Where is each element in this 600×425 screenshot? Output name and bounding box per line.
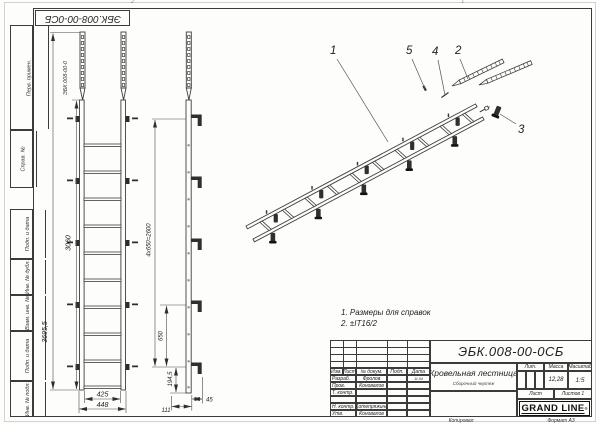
drawing-frame <box>33 8 592 417</box>
row-razrab-sign <box>387 375 407 382</box>
row-blank-name <box>356 396 387 403</box>
titleblock-title-cell: Кровельная лестница Сборочный чертеж <box>430 363 517 391</box>
row-blank-sign <box>387 396 407 403</box>
callout-1: 1 <box>330 45 336 57</box>
row-prov-date <box>407 382 430 389</box>
titleblock-designation: ЭБК.008-00-0СБ <box>430 340 592 363</box>
fold-mark-right: 1 <box>461 0 465 5</box>
brand-text: GRAND LINE <box>521 402 585 414</box>
dim-bracket-pitch: 650 <box>159 330 165 341</box>
brand-cell: GRAND LINE® <box>517 399 592 417</box>
dim-rail-depth: 45 <box>206 398 213 404</box>
iso-strip-2 <box>477 60 533 88</box>
row-prov-name: Коновалов <box>356 382 387 389</box>
row-nkontr-sign <box>387 403 407 410</box>
mass-value: 12,28 <box>544 371 568 389</box>
front-rungs <box>83 143 122 389</box>
copy-note: Копировал <box>448 418 474 424</box>
iso-view: 1 5 4 2 3 <box>245 45 533 244</box>
row-prov-sign <box>387 382 407 389</box>
notes: 1. Размеры для справок 2. ±IT16/2 <box>341 307 431 329</box>
dim-frame-height: 3060 <box>66 235 73 251</box>
brand-logo: GRAND LINE® <box>519 400 590 416</box>
row-utv-role: Утв. <box>330 410 356 417</box>
frame-col-inv-podl: Инв. № подл. <box>10 381 47 417</box>
sheets-label: Листов 1 <box>554 389 592 399</box>
sheet-edge <box>4 2 596 422</box>
row-nkontr-name: Дотепряжина <box>356 403 387 410</box>
front-view: 3695,5 3060 425 448 <box>42 31 138 413</box>
col-podp: Подп. <box>387 368 407 375</box>
iso-brackets-near <box>269 136 459 244</box>
row-utv-sign <box>387 410 407 417</box>
titleblock-title: Кровельная лестница <box>430 368 517 378</box>
side-view: 4х650=2600 650 194,5 45 111 <box>147 31 213 414</box>
row-razrab-role: Разраб. <box>330 375 356 382</box>
row-razrab-date: 11.04 <box>407 375 430 382</box>
side-brackets <box>191 114 202 374</box>
mass-label: Масса <box>544 363 568 371</box>
titleblock-doctype: Сборочный чертеж <box>452 381 495 386</box>
row-tkontr-name <box>356 389 387 396</box>
lit-label: Лит. <box>517 363 544 371</box>
iso-bolt-marks <box>265 113 450 214</box>
format-note: Формат А3 <box>547 418 575 424</box>
frame-col-podp-data-1: Подп. и дата <box>10 209 47 259</box>
dim-overall-height: 3695,5 <box>42 321 49 343</box>
note-1: 1. Размеры для справок <box>341 308 431 317</box>
note-2: 2. ±IT16/2 <box>341 319 377 328</box>
dim-inner-width: 425 <box>97 392 109 399</box>
scale-value: 1:5 <box>568 371 592 389</box>
iso-brackets-far <box>273 117 460 223</box>
front-brackets <box>67 116 138 370</box>
row-nkontr-role: Н. контр. <box>330 403 356 410</box>
col-izm: Изм. <box>330 368 343 375</box>
row-prov-role: Пров. <box>330 382 356 389</box>
frame-col-vzam-inv: Взам. инв. № <box>10 295 47 331</box>
titleblock-empty-cell <box>430 391 517 417</box>
col-data: Дата <box>407 368 430 375</box>
iso-strip-1 <box>450 58 505 89</box>
dim-foot-width: 111 <box>161 408 170 414</box>
frame-col-perv-primen: Перв. примен. ЭБК.008-00-0 <box>10 25 69 130</box>
lit-cell-2 <box>526 371 535 389</box>
row-tkontr-sign <box>387 389 407 396</box>
iso-callouts: 1 5 4 2 3 <box>330 45 525 143</box>
row-nkontr-date <box>407 403 430 410</box>
brand-reg-mark: ® <box>584 405 588 411</box>
callout-3: 3 <box>518 124 525 136</box>
callout-5: 5 <box>406 45 413 57</box>
frame-col-podp-data-2: Подп. и дата <box>10 331 47 381</box>
callout-2: 2 <box>454 45 462 57</box>
col-list: Лист <box>343 368 356 375</box>
lit-cell-1 <box>517 371 526 389</box>
dim-bottom-offset: 194,5 <box>168 371 174 387</box>
side-rung-marks <box>187 144 190 389</box>
row-utv-name: Коновалов <box>356 410 387 417</box>
row-tkontr-date <box>407 389 430 396</box>
sheet-label: Лист <box>517 389 554 399</box>
callout-4: 4 <box>432 46 438 58</box>
iso-rungs <box>259 112 475 232</box>
lit-cell-3 <box>535 371 544 389</box>
dim-bracket-spacing: 4х650=2600 <box>147 223 153 257</box>
dim-outer-width: 448 <box>97 402 109 409</box>
fold-mark-left: 2 <box>131 0 135 5</box>
row-razrab-name: Фролов <box>356 375 387 382</box>
row-blank-role <box>330 396 356 403</box>
row-blank-date <box>407 396 430 403</box>
row-utv-date <box>407 410 430 417</box>
top-designation-stamp: ЭБК.008-00-0СБ <box>35 10 130 26</box>
row-tkontr-role: Т. контр. <box>330 389 356 396</box>
scale-label: Масштаб <box>568 363 592 371</box>
frame-col-inv-dubl: Инв. № дубл. <box>10 259 46 295</box>
frame-col-sprav: Справ. № <box>10 130 37 188</box>
col-doc: № докум. <box>356 368 387 375</box>
title-block: Изм. Лист № докум. Подп. Дата Разраб. Фр… <box>330 340 592 417</box>
